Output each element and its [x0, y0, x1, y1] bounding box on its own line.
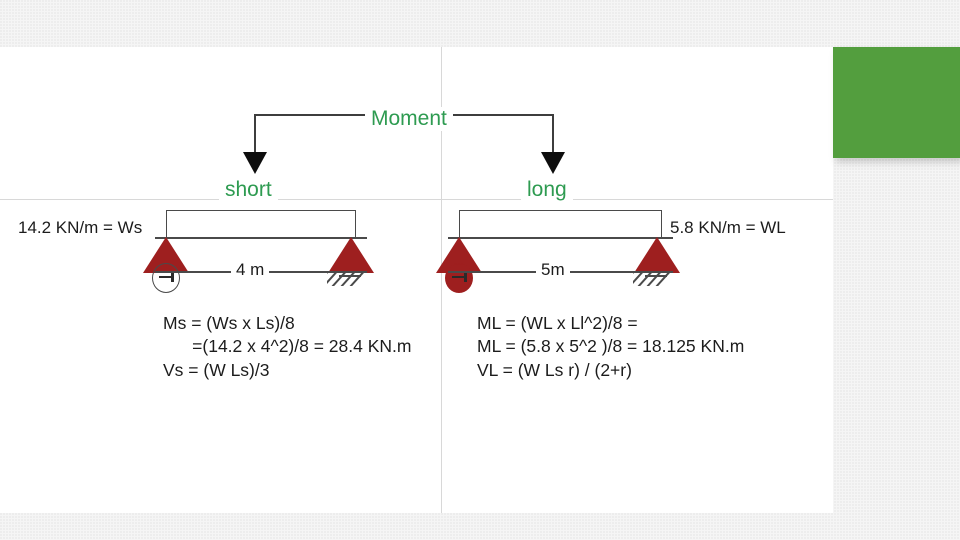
long-beam-load-box [459, 210, 662, 238]
long-beam-load-label: 5.8 KN/m = WL [670, 218, 786, 237]
long-beam-figure: 5.8 KN/m = WL 5m [436, 47, 833, 297]
long-equation-1: ML = (WL x Ll^2)/8 = [477, 313, 638, 333]
short-beam-left-roller [152, 263, 180, 293]
short-equation-3: Vs = (W Ls)/3 [163, 359, 270, 380]
short-beam-right-support-hatching [327, 271, 373, 286]
short-beam-span-label: 4 m [231, 260, 270, 280]
moment-arrow-left-icon [243, 152, 267, 174]
short-equation-2: =(14.2 x 4^2)/8 = 28.4 KN.m [163, 336, 412, 357]
moment-bracket-left-stem [254, 114, 256, 155]
moment-label: Moment [365, 107, 453, 131]
horizontal-guide-line [0, 199, 833, 200]
short-beam-equations: Ms = (Ws x Ls)/8 =(14.2 x 4^2)/8 = 28.4 … [163, 312, 411, 382]
moment-bracket-right-stem [552, 114, 554, 155]
long-beam-right-support-triangle [634, 237, 680, 273]
short-beam-right-support-triangle [328, 237, 374, 273]
long-beam-member [448, 237, 673, 239]
vertical-guide-line [441, 47, 442, 513]
short-beam-load-box [166, 210, 356, 238]
long-beam-equations: ML = (WL x Ll^2)/8 = ML = (5.8 x 5^2 )/8… [477, 312, 744, 382]
long-beam-title: long [521, 178, 573, 202]
short-beam-right-support-base [339, 275, 361, 277]
short-beam-load-label: 14.2 KN/m = Ws [18, 218, 143, 237]
long-beam-span-label: 5m [536, 260, 570, 280]
moment-arrow-right-icon [541, 152, 565, 174]
slide-canvas: Moment short long 14.2 KN/m = Ws 4 m [0, 47, 833, 513]
short-beam-title: short [219, 178, 278, 202]
long-beam-left-roller-pin-icon [452, 272, 467, 282]
accent-green-block [833, 47, 960, 158]
long-equation-3: VL = (W Ls r) / (2+r) [477, 359, 632, 380]
short-equation-1: Ms = (Ws x Ls)/8 [163, 313, 295, 333]
long-beam-left-roller [445, 263, 473, 293]
short-beam-member [155, 237, 367, 239]
long-equation-2: ML = (5.8 x 5^2 )/8 = 18.125 KN.m [477, 336, 745, 357]
long-beam-right-support-hatching [633, 271, 679, 286]
short-beam-figure: 14.2 KN/m = Ws 4 m [0, 47, 441, 297]
short-beam-left-roller-pin-icon [159, 272, 174, 282]
long-beam-right-support-base [645, 275, 667, 277]
